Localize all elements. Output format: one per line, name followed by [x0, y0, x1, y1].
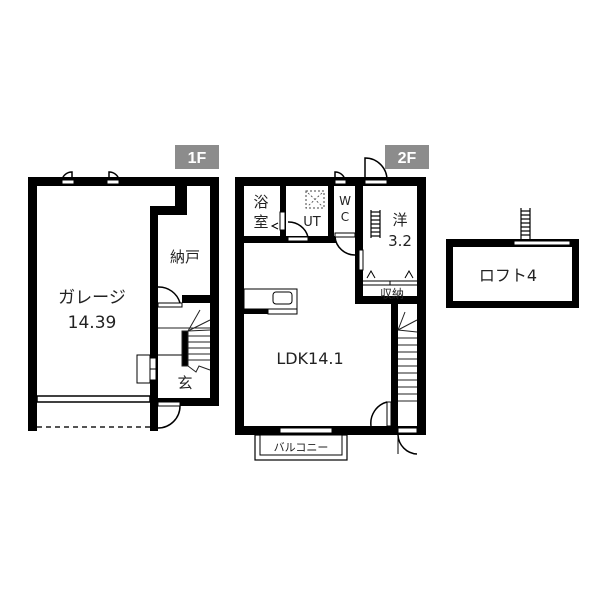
balcony: [254, 427, 348, 461]
stair-exterior-door: [397, 427, 418, 455]
floor-badge-label: 1F: [188, 150, 207, 167]
floor-badge-1f: 1F: [175, 145, 219, 169]
loft: ロフト4: [446, 208, 579, 308]
ldk-door: [370, 401, 392, 427]
floor-badge-label: 2F: [398, 150, 417, 167]
floor-badge-2f: 2F: [385, 145, 429, 169]
garage-label: ガレージ: [58, 288, 126, 308]
floor-1f: 1F: [28, 145, 219, 431]
garage-shutter: [36, 395, 151, 428]
bath-door: [270, 211, 286, 231]
closet-doors: [363, 269, 417, 286]
utility-door: [287, 221, 309, 242]
western-room-label: 洋: [392, 211, 407, 229]
loft-ladder-icon: [520, 208, 531, 240]
washing-machine-space: [305, 190, 325, 209]
staircase-2f: [397, 311, 418, 402]
kitchen-counter: [243, 288, 298, 315]
staircase-1f: [158, 309, 211, 373]
bathroom-label-2: 室: [253, 213, 268, 231]
closet-label: 収納: [380, 287, 404, 301]
loft-opening: [513, 240, 571, 246]
wc-label-2: C: [341, 210, 349, 224]
garage-size: 14.39: [68, 313, 117, 333]
western-door: [358, 249, 364, 271]
garage-top-openings: [61, 171, 120, 185]
washing-machine-icon: [307, 192, 323, 207]
bathroom-label-1: 浴: [253, 193, 268, 211]
storage-door: [157, 286, 183, 308]
garage-side-door: [136, 354, 182, 384]
garage-walls: [28, 177, 219, 431]
entrance-label: 玄: [177, 374, 192, 392]
western-room-size: 3.2: [388, 232, 412, 250]
ladder-icon: [370, 210, 381, 238]
2f-top-openings: [334, 157, 388, 185]
storage-label: 納戸: [170, 248, 200, 266]
wc-door: [334, 232, 356, 256]
floor-2f: 2F: [235, 145, 429, 461]
entrance-door: [157, 401, 181, 429]
utility-label: UT: [303, 215, 321, 230]
loft-label: ロフト4: [479, 266, 537, 285]
ldk-label: LDK14.1: [276, 349, 343, 368]
wc-label-1: W: [339, 194, 351, 208]
balcony-label: バルコニー: [274, 441, 329, 454]
